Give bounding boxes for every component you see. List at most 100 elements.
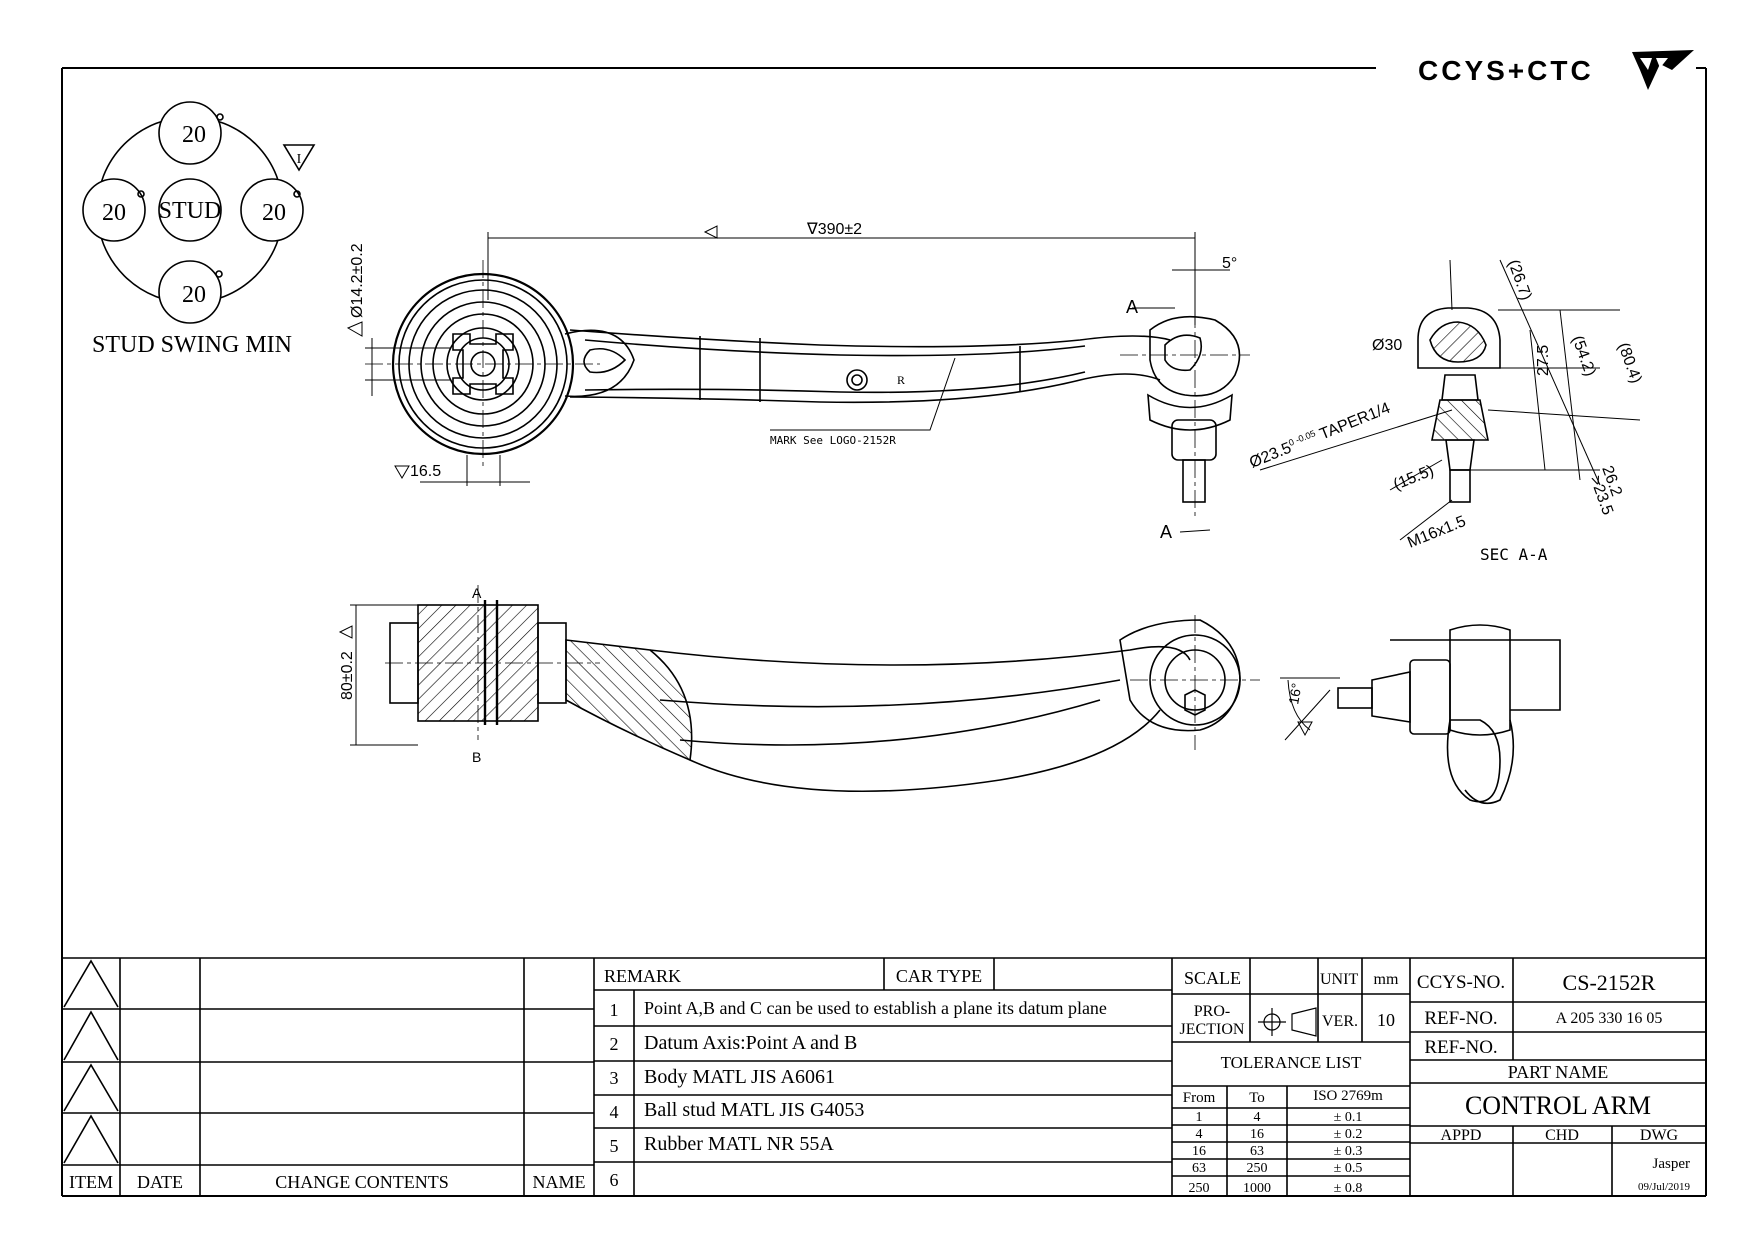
- dwg-label: DWG: [1640, 1127, 1679, 1144]
- tol-to-5: 1000: [1243, 1181, 1271, 1196]
- remark-text-2: Datum Axis:Point A and B: [644, 1032, 857, 1054]
- tol-val-4: ± 0.5: [1334, 1161, 1363, 1176]
- ver-value: 10: [1377, 1010, 1395, 1030]
- remark-no-6: 6: [610, 1170, 619, 1190]
- arm-side-view: [1337, 624, 1561, 805]
- remark-text-1: Point A,B and C can be used to establish…: [644, 998, 1107, 1018]
- logo-r-label: R: [897, 373, 905, 387]
- rev-header-item: ITEM: [69, 1172, 113, 1192]
- sec-dim-27-5: 27.5: [1535, 345, 1552, 376]
- tol-from-1: 1: [1196, 1110, 1203, 1125]
- rev-header-name: NAME: [533, 1172, 586, 1192]
- revision-triangle-icon: [63, 1010, 119, 1061]
- tol-from-2: 4: [1196, 1127, 1203, 1142]
- projection-label-line2: JECTION: [1180, 1021, 1245, 1038]
- swing-caption: STUD SWING MIN: [92, 332, 292, 358]
- dim-height: 80±0.2: [339, 651, 356, 700]
- dim-length: ∇390±2: [806, 221, 862, 238]
- swing-right-value: 20: [262, 200, 286, 226]
- sec-dim-80-4: (80.4): [1614, 341, 1644, 386]
- tol-to-2: 16: [1250, 1127, 1264, 1142]
- point-a-label: A: [472, 585, 482, 601]
- company-logo: CCYS+CTC: [1418, 50, 1694, 90]
- section-aa-dimensions: [1259, 259, 1641, 541]
- rev-header-contents: CHANGE CONTENTS: [275, 1172, 449, 1192]
- tol-header-to: To: [1249, 1090, 1265, 1106]
- remark-no-1: 1: [610, 1000, 619, 1020]
- tol-to-1: 4: [1254, 1110, 1261, 1125]
- ref-no-label: REF-NO.: [1424, 1008, 1497, 1029]
- revision-triangles: [63, 959, 119, 1164]
- tol-header-iso: ISO 2769m: [1313, 1088, 1383, 1104]
- arm-top-view: [391, 272, 1241, 503]
- swing-left-value: 20: [102, 200, 126, 226]
- remark-no-3: 3: [610, 1068, 619, 1088]
- sec-dim-54-2: (54.2): [1568, 334, 1598, 379]
- logo-text: CCYS+CTC: [1418, 55, 1594, 86]
- sec-dia-30: Ø30: [1372, 337, 1402, 354]
- ref-no-2-label: REF-NO.: [1424, 1037, 1497, 1058]
- stud-swing-diagram: [82, 101, 316, 324]
- scale-label: SCALE: [1184, 968, 1241, 988]
- tol-to-3: 63: [1250, 1144, 1264, 1159]
- ver-label: VER.: [1322, 1013, 1358, 1030]
- remark-text-3: Body MATL JIS A6061: [644, 1066, 835, 1088]
- swing-bottom-value: 20: [182, 282, 206, 308]
- tol-val-2: ± 0.2: [1334, 1127, 1363, 1142]
- section-mark-bottom: A: [1160, 522, 1172, 542]
- appd-label: APPD: [1441, 1127, 1482, 1144]
- tol-from-5: 250: [1189, 1181, 1210, 1196]
- tol-to-4: 250: [1247, 1161, 1268, 1176]
- sec-title: SEC A-A: [1480, 545, 1548, 564]
- dim-bore: Ø14.2±0.2: [349, 243, 366, 318]
- drawer-name: Jasper: [1653, 1156, 1691, 1172]
- revision-triangle-icon: [63, 959, 119, 1008]
- top-view-dimensions: [346, 225, 1230, 533]
- dim-offset: 16.5: [410, 463, 441, 480]
- section-mark-top: A: [1126, 297, 1138, 317]
- projection-symbol-icon: [1258, 1007, 1317, 1037]
- drawing-date: 09/Jul/2019: [1638, 1181, 1690, 1193]
- tol-from-4: 63: [1192, 1161, 1206, 1176]
- swing-center-label: STUD: [159, 198, 222, 224]
- dim-angle: 5°: [1222, 255, 1237, 272]
- tol-val-3: ± 0.3: [1334, 1144, 1363, 1159]
- unit-value: mm: [1374, 971, 1399, 988]
- part-name-value: CONTROL ARM: [1465, 1091, 1651, 1120]
- ccys-no-value: CS-2152R: [1563, 970, 1656, 995]
- chd-label: CHD: [1545, 1127, 1579, 1144]
- side-view-dimensions: [1280, 677, 1340, 741]
- ccys-no-label: CCYS-NO.: [1417, 972, 1505, 993]
- point-b-label: B: [472, 749, 481, 765]
- remark-no-5: 5: [610, 1136, 619, 1156]
- remark-text-4: Ball stud MATL JIS G4053: [644, 1099, 864, 1121]
- remark-text-5: Rubber MATL NR 55A: [644, 1133, 834, 1155]
- front-view-centerlines: [385, 585, 1260, 750]
- tol-val-1: ± 0.1: [1334, 1110, 1363, 1125]
- front-view-dimensions: [338, 604, 418, 746]
- tolerance-title: TOLERANCE LIST: [1221, 1053, 1362, 1072]
- remark-no-2: 2: [610, 1034, 619, 1054]
- remark-header: REMARK: [604, 966, 681, 986]
- unit-label: UNIT: [1320, 971, 1358, 988]
- revision-triangle-icon: [63, 1063, 119, 1112]
- swing-symbol: I: [297, 152, 302, 167]
- stud-angle: 16°: [1285, 682, 1304, 706]
- tol-val-5: ± 0.8: [1334, 1181, 1363, 1196]
- title-block-grid: [62, 957, 1706, 1196]
- tol-header-from: From: [1183, 1090, 1216, 1106]
- part-name-label: PART NAME: [1508, 1062, 1608, 1082]
- rev-header-date: DATE: [137, 1172, 183, 1192]
- sec-thread: M16x1.5: [1405, 513, 1468, 552]
- section-aa-view: [1417, 307, 1501, 503]
- sec-dim-15-5: (15.5): [1391, 462, 1436, 493]
- mark-note: MARK See LOGO-2152R: [770, 434, 896, 447]
- tol-from-3: 16: [1192, 1144, 1206, 1159]
- ref-no-value: A 205 330 16 05: [1556, 1010, 1663, 1027]
- sheet-border: [61, 67, 1707, 1197]
- logo-emblem-icon: [1632, 50, 1694, 90]
- arm-front-view: [389, 600, 1241, 793]
- remark-no-4: 4: [610, 1102, 619, 1122]
- swing-top-value: 20: [182, 122, 206, 148]
